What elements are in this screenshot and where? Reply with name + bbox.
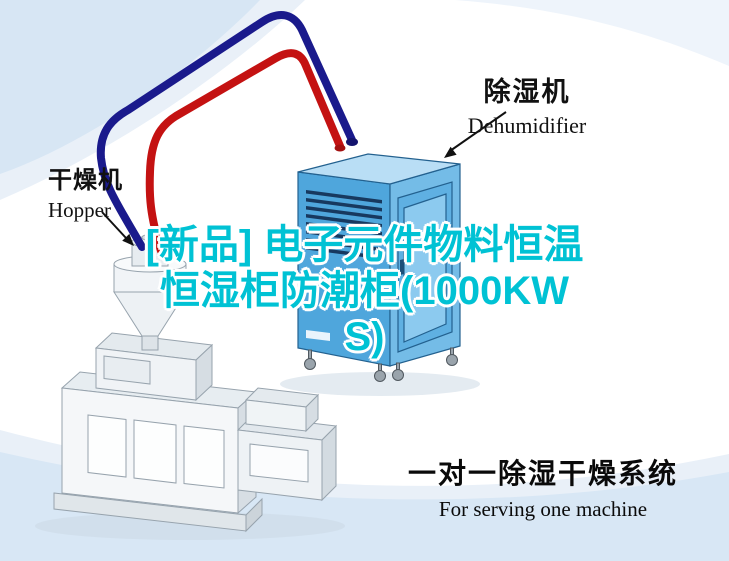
cabinet-shadow (280, 372, 480, 396)
system-caption: 一对一除湿干燥系统 For serving one machine (398, 452, 688, 522)
red-hose-connector (334, 144, 346, 152)
vent-grille (306, 190, 382, 260)
product-title-line-1: [新品] 电子元件物料恒温 (145, 223, 584, 267)
red-return-air-hose (145, 49, 344, 255)
dehumidifier-label: 除湿机 Dehumidifier (452, 70, 602, 139)
door-handle (400, 259, 404, 275)
molding-machine (53, 234, 338, 533)
hopper-arrow (101, 211, 127, 239)
dehumidifier-cabinet (297, 153, 461, 382)
dehumidifier-label-zh: 除湿机 (483, 77, 571, 107)
pointer-arrows (101, 111, 507, 246)
hopper-label-zh: 干燥机 (48, 167, 123, 194)
hopper-label-en: Hopper (48, 198, 111, 222)
dehumidifier-arrow (449, 111, 507, 152)
system-caption-en: For serving one machine (438, 497, 648, 521)
rating-sticker (306, 330, 330, 341)
hopper-label: 干燥机 Hopper (48, 160, 123, 223)
blue-dry-air-hose (96, 11, 356, 251)
casters (304, 347, 458, 382)
blue-hose-connector (346, 138, 358, 146)
product-title-line-3: S) (344, 315, 385, 359)
product-title-line-2: 恒湿柜防潮柜(1000KW (160, 269, 569, 313)
product-title: [新品] 电子元件物料恒温 恒湿柜防潮柜(1000KW S) (0, 222, 729, 360)
dehumidifier-label-en: Dehumidifier (467, 113, 587, 138)
machine-shadow (35, 512, 345, 540)
system-caption-zh: 一对一除湿干燥系统 (407, 458, 678, 489)
